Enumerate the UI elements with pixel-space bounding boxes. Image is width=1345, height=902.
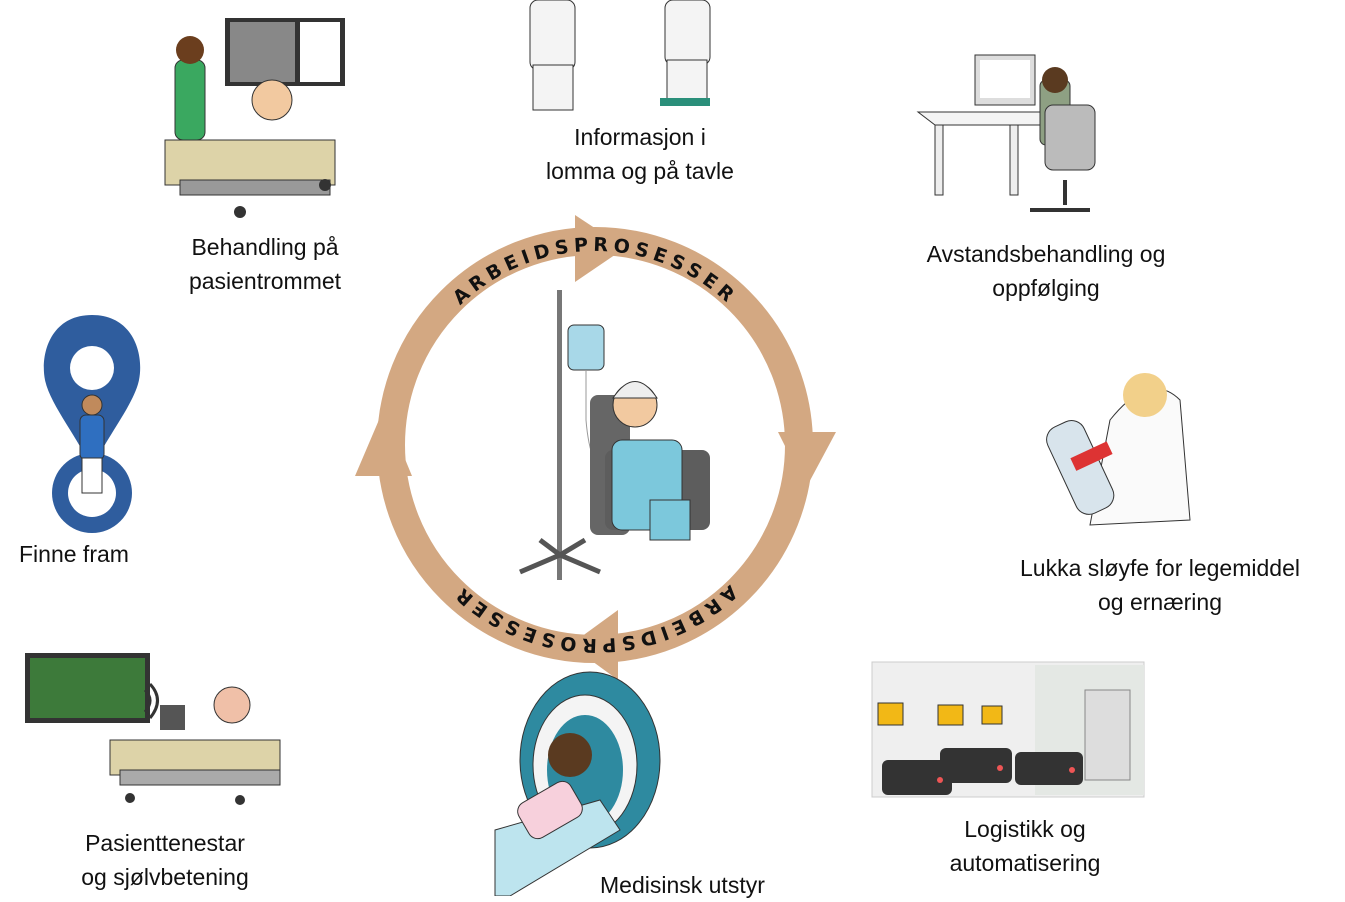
label-finne-fram: Finne fram <box>19 537 129 571</box>
ring-top-text: ARBEIDSPROSESSER <box>449 234 742 310</box>
label-line: Informasjon i <box>574 124 706 150</box>
label-line: Lukka sløyfe for legemiddel <box>1020 555 1300 581</box>
label-line: og sjølvbetening <box>81 864 249 890</box>
bedside-treatment-illustration <box>164 18 345 218</box>
arrow-up-icon <box>355 408 412 476</box>
arrow-down-icon <box>778 432 836 488</box>
label-behandling: Behandling på pasientrommet <box>189 230 341 298</box>
patient-services-illustration <box>25 653 281 805</box>
label-line: oppfølging <box>992 275 1100 301</box>
label-medisinsk-utstyr: Medisinsk utstyr <box>600 868 765 902</box>
ring-bottom-text: ARBEIDSPROSESSER <box>448 580 741 656</box>
mri-scanner-illustration <box>494 671 661 896</box>
logistics-robots-illustration <box>871 661 1145 798</box>
nurses-illustration <box>529 0 711 111</box>
arrow-right-icon <box>575 215 625 282</box>
label-line: Pasienttenestar <box>85 830 245 856</box>
label-line: Medisinsk utstyr <box>600 872 765 898</box>
label-line: pasientrommet <box>188 268 342 294</box>
label-line: og ernæring <box>1097 589 1223 615</box>
label-line: Finne fram <box>19 541 129 567</box>
arrow-left-icon <box>570 610 618 680</box>
label-line: Behandling på <box>191 234 339 260</box>
patient-iv-illustration <box>519 290 710 580</box>
label-avstandsbehandling: Avstandsbehandling og oppfølging <box>927 237 1166 305</box>
remote-treatment-illustration <box>916 54 1096 212</box>
label-lukka-sloyfe: Lukka sløyfe for legemiddel og ernæring <box>1020 551 1300 619</box>
map-pin-icon <box>43 315 141 533</box>
label-pasienttenestar: Pasienttenestar og sjølvbetening <box>81 826 249 894</box>
label-line: lomma og på tavle <box>546 158 734 184</box>
label-line: Avstandsbehandling og <box>926 241 1166 267</box>
label-logistikk: Logistikk og automatisering <box>950 812 1101 880</box>
label-line: Logistikk og <box>964 816 1086 842</box>
label-informasjon: Informasjon i lomma og på tavle <box>546 120 734 188</box>
label-line: automatisering <box>949 850 1101 876</box>
nurse-medication-illustration <box>1046 373 1191 526</box>
